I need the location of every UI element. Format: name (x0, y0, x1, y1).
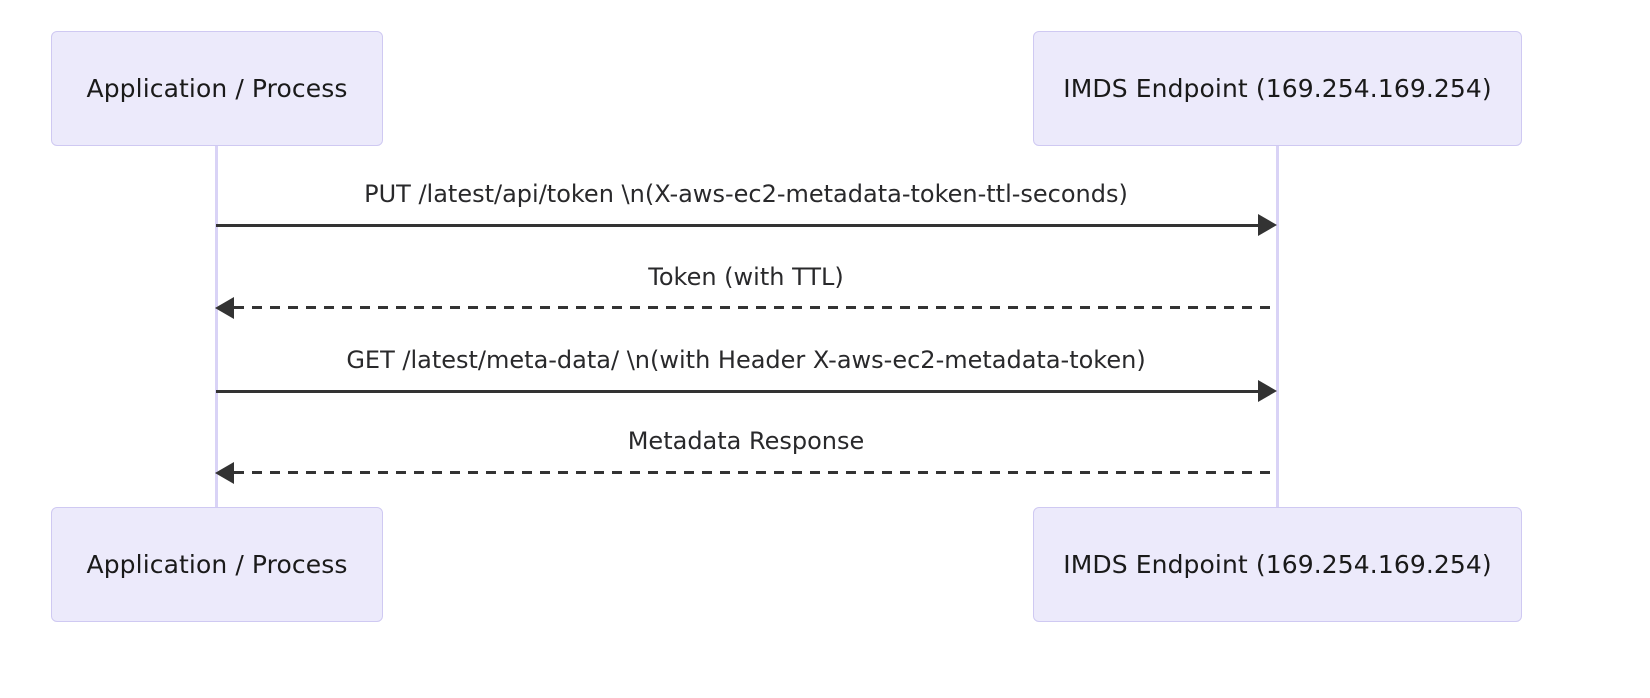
message-line-3 (216, 390, 1258, 393)
participant-box-imds-endpoint-bottom[interactable]: IMDS Endpoint (169.254.169.254) (1033, 507, 1522, 622)
message-label-2: Token (with TTL) (648, 263, 844, 291)
message-arrowhead-1 (1258, 214, 1277, 236)
message-arrowhead-3 (1258, 380, 1277, 402)
message-line-2 (234, 306, 1277, 309)
lifeline-imds-endpoint (1276, 146, 1279, 516)
participant-label-application-process-top: Application / Process (86, 74, 348, 103)
participant-box-application-process-bottom[interactable]: Application / Process (51, 507, 383, 622)
participant-label-application-process-bottom: Application / Process (86, 550, 348, 579)
message-line-4 (234, 471, 1277, 474)
participant-label-imds-endpoint-bottom: IMDS Endpoint (169.254.169.254) (1063, 550, 1492, 579)
participant-box-application-process-top[interactable]: Application / Process (51, 31, 383, 146)
lifeline-application-process (215, 146, 218, 516)
message-label-1: PUT /latest/api/token \n(X-aws-ec2-metad… (364, 180, 1128, 208)
message-arrowhead-4 (215, 462, 234, 484)
message-label-4: Metadata Response (627, 427, 865, 455)
message-line-1 (216, 224, 1258, 227)
participant-box-imds-endpoint-top[interactable]: IMDS Endpoint (169.254.169.254) (1033, 31, 1522, 146)
message-label-3: GET /latest/meta-data/ \n(with Header X-… (346, 346, 1146, 374)
message-arrowhead-2 (215, 297, 234, 319)
participant-label-imds-endpoint-top: IMDS Endpoint (169.254.169.254) (1063, 74, 1492, 103)
